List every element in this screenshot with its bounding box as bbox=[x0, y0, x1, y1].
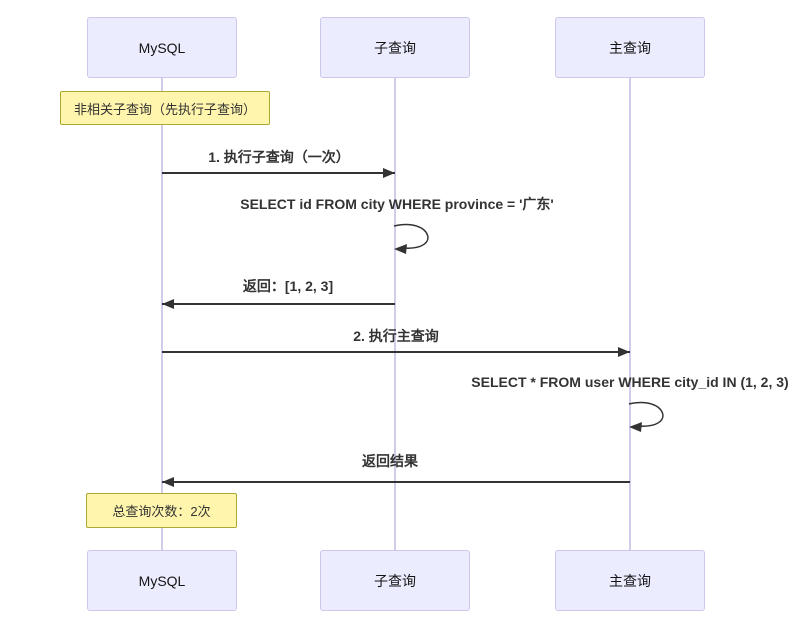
message-label-return-result: 返回结果 bbox=[362, 453, 418, 469]
actor-subquery-label: 子查询 bbox=[374, 572, 416, 589]
self-loop-arrow-subquery bbox=[393, 223, 429, 254]
arrowhead-left-icon bbox=[162, 299, 174, 309]
message-arrow-return-result bbox=[162, 481, 630, 483]
note-total-query-count: 总查询次数：2次 bbox=[86, 493, 237, 528]
lifeline-subquery bbox=[394, 78, 396, 551]
actor-mysql-bottom: MySQL bbox=[87, 550, 237, 611]
actor-mysql-label: MySQL bbox=[138, 572, 186, 589]
lifeline-mysql bbox=[161, 78, 163, 551]
actor-mainquery-bottom: 主查询 bbox=[555, 550, 705, 611]
self-loop-arrow-mainquery bbox=[628, 401, 664, 432]
arrowhead-right-icon bbox=[383, 168, 395, 178]
actor-subquery-top: 子查询 bbox=[320, 17, 470, 78]
message-arrow-exec-mainquery bbox=[162, 351, 630, 353]
message-label-exec-mainquery: 2. 执行主查询 bbox=[353, 328, 439, 344]
actor-mainquery-label: 主查询 bbox=[609, 39, 651, 56]
message-label-return-ids: 返回：[1, 2, 3] bbox=[242, 278, 334, 294]
message-label-exec-subquery: 1. 执行子查询（一次） bbox=[208, 149, 350, 165]
note-uncorrelated-subquery: 非相关子查询（先执行子查询） bbox=[60, 91, 270, 125]
arrowhead-left-icon bbox=[162, 477, 174, 487]
lifeline-mainquery bbox=[629, 78, 631, 551]
actor-mainquery-label: 主查询 bbox=[609, 572, 651, 589]
message-arrow-exec-subquery bbox=[162, 172, 395, 174]
arrowhead-right-icon bbox=[618, 347, 630, 357]
actor-mysql-label: MySQL bbox=[138, 39, 186, 56]
message-label-mainquery-sql: SELECT * FROM user WHERE city_id IN (1, … bbox=[471, 374, 789, 390]
actor-mainquery-top: 主查询 bbox=[555, 17, 705, 78]
actor-mysql-top: MySQL bbox=[87, 17, 237, 78]
message-arrow-return-ids bbox=[162, 303, 395, 305]
actor-subquery-bottom: 子查询 bbox=[320, 550, 470, 611]
actor-subquery-label: 子查询 bbox=[374, 39, 416, 56]
message-label-subquery-sql: SELECT id FROM city WHERE province = '广东… bbox=[240, 196, 554, 212]
